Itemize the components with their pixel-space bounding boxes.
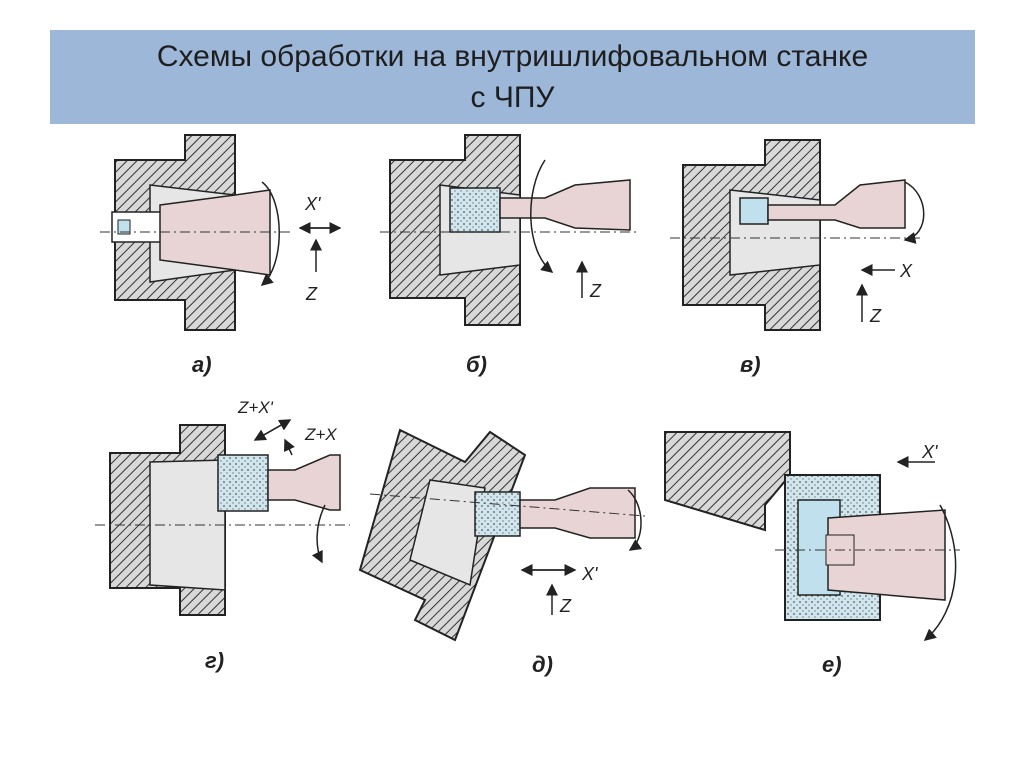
panel-v: X Z в)	[670, 139, 925, 377]
panel-a: X' Z а)	[100, 134, 342, 377]
axis-label: Z	[305, 284, 318, 304]
axis-label: Z	[559, 596, 572, 616]
panel-d: X' Z д)	[358, 428, 646, 677]
panel-b: Z б)	[380, 134, 640, 377]
page-title: Схемы обработки на внутришлифовальном ст…	[156, 40, 869, 114]
panel-label: д)	[532, 652, 553, 677]
axis-label: Z+X	[304, 425, 337, 444]
panel-e: X' е)	[664, 431, 960, 677]
axis-label: Z+X'	[237, 398, 274, 417]
axis-label: Z	[589, 281, 602, 301]
axis-label: X'	[921, 442, 938, 462]
panel-g: Z+X' Z+X г)	[95, 398, 350, 673]
panel-label: е)	[822, 652, 842, 677]
panel-label: б)	[466, 352, 487, 377]
axis-label: X'	[304, 194, 321, 214]
axis-label: Z	[869, 306, 882, 326]
title-banner: Схемы обработки на внутришлифовальном ст…	[50, 30, 975, 124]
axis-label: X'	[581, 564, 598, 584]
panel-label: в)	[740, 352, 761, 377]
panel-label: г)	[205, 648, 224, 673]
panel-label: а)	[192, 352, 212, 377]
axis-label: X	[899, 261, 913, 281]
